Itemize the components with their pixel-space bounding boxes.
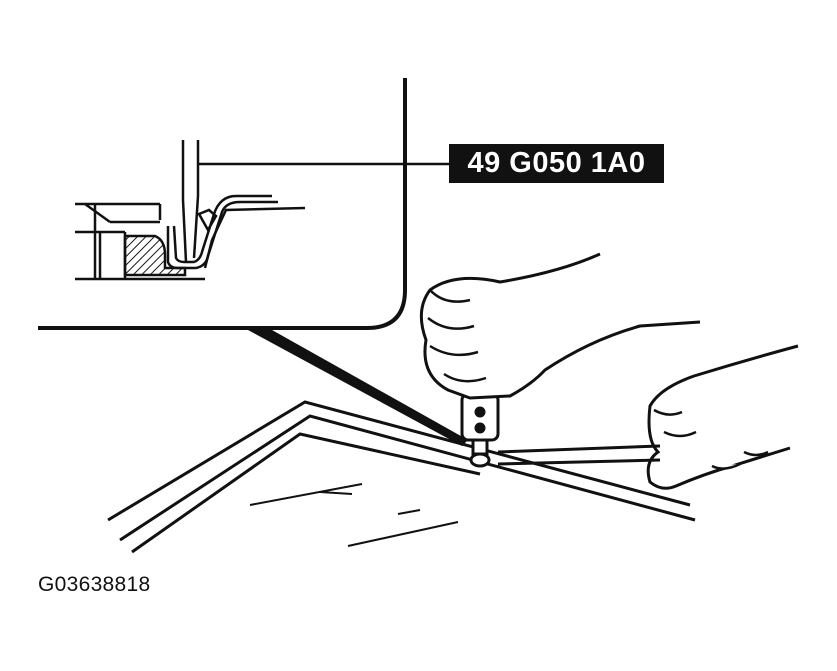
molding-section (123, 234, 187, 277)
right-hand (497, 344, 799, 490)
glass-reflection-4 (397, 509, 421, 515)
tool-in-hand (460, 392, 500, 468)
glass-assembly (107, 400, 696, 554)
molding-inner (119, 414, 696, 542)
inset-frame (38, 78, 407, 330)
glass-reflection-3 (347, 521, 459, 547)
glass-reflection-1 (249, 483, 363, 506)
left-hand (419, 252, 701, 400)
detail-inset (38, 78, 468, 446)
inset-leader (248, 330, 468, 446)
tool-detail (181, 140, 200, 263)
glass-edge (131, 432, 481, 554)
figure-id: G03638818 (38, 573, 151, 596)
glass-reflection-2 (319, 491, 353, 495)
trim-profile (166, 194, 306, 270)
special-tool-callout: 49 G050 1A0 (449, 144, 664, 183)
molding-outer (107, 400, 691, 522)
